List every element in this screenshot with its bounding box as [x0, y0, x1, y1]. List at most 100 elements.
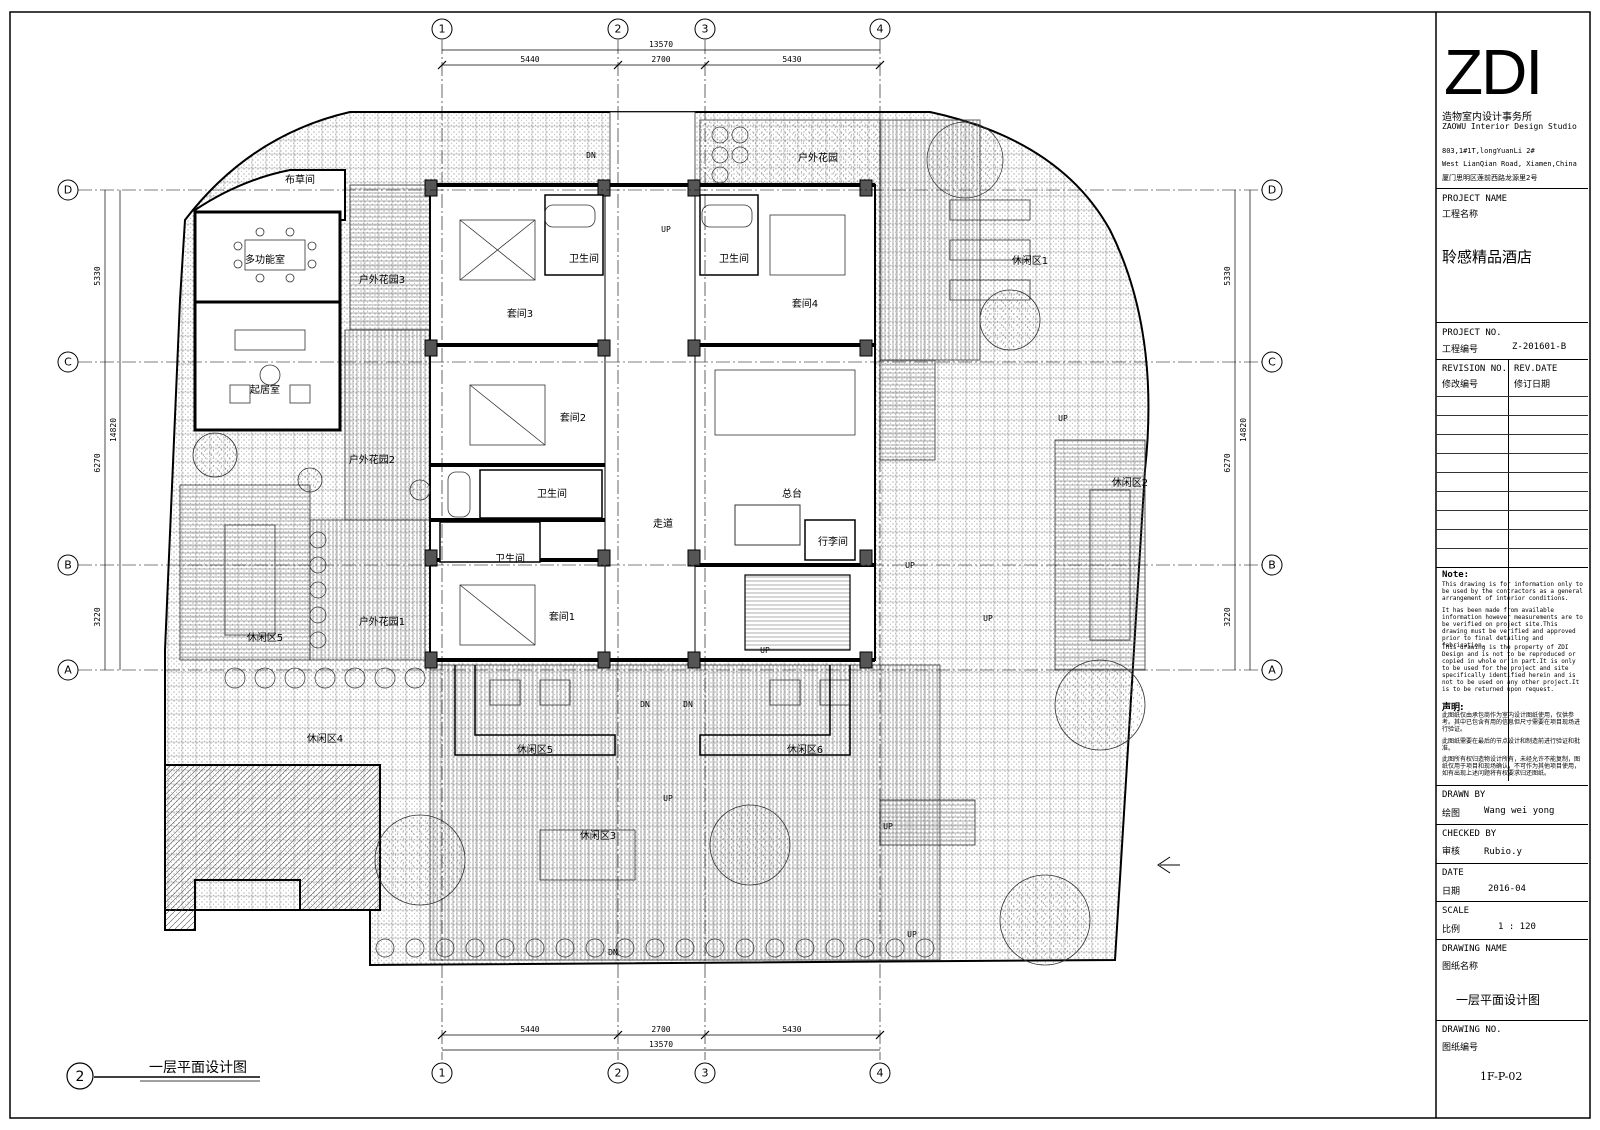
grid-col-3-bottom: 3: [702, 1067, 709, 1080]
deck-leisure3: [429, 664, 941, 961]
grid-col-3-top: 3: [702, 23, 709, 36]
label-leisure-6: 休闲区6: [787, 743, 823, 756]
label-leisure-4: 休闲区4: [307, 732, 343, 745]
checked-by-en: CHECKED BY: [1442, 829, 1497, 839]
label-leisure-5: 休闲区5: [517, 743, 553, 756]
grid-row-a-left: A: [64, 664, 72, 677]
grid-col-1-top: 1: [439, 23, 446, 36]
scale-cn: 比例: [1442, 925, 1461, 935]
statement-paragraph-3: 此图所有权归造物设计所有，未经允许不能复制，图纸仅用于项目和现场确认，不可作为其…: [1442, 756, 1581, 777]
living-room: [193, 300, 342, 432]
revision-no-en: REVISION NO.: [1442, 364, 1508, 374]
label-dn-3: DN: [683, 700, 693, 709]
drawing-number-label: 2: [76, 1069, 85, 1085]
label-garden-2: 户外花园2: [349, 453, 395, 466]
checked-by-cn: 审核: [1442, 847, 1461, 857]
drawn-by-cn: 绘图: [1442, 809, 1461, 819]
project-name-value: 聆感精品酒店: [1442, 248, 1533, 266]
grid-col-2-top: 2: [615, 23, 622, 36]
dim-top-overall: 13570: [649, 40, 673, 49]
dim-right-seg-3: 3220: [1223, 607, 1232, 626]
label-garden-1: 户外花园1: [359, 615, 405, 628]
label-corridor: 走道: [653, 517, 673, 530]
studio-name-en: ZAOWU Interior Design Studio: [1442, 122, 1577, 131]
label-suite-3: 套间3: [507, 307, 533, 320]
address-line-2: West LianQian Road, Xiamen,China: [1442, 160, 1577, 168]
drawing-no-value: 1F-P-02: [1480, 1070, 1523, 1083]
checked-by-value: Rubio.y: [1484, 847, 1522, 857]
drawn-by-en: DRAWN BY: [1442, 790, 1486, 800]
date-cn: 日期: [1442, 887, 1461, 897]
dim-bottom-seg-3: 5430: [782, 1025, 801, 1034]
label-up-4: UP: [983, 614, 993, 623]
drawing-name-en: DRAWING NAME: [1442, 944, 1508, 954]
garden3-area: [349, 184, 431, 331]
label-dn-2: DN: [640, 700, 650, 709]
project-no-value: Z-201601-B: [1512, 342, 1567, 352]
label-up-5: UP: [760, 646, 770, 655]
project-no-cn: 工程编号: [1442, 345, 1479, 355]
grid-col-1-bottom: 1: [439, 1067, 446, 1080]
label-bath-3: 卫生间: [569, 252, 599, 265]
label-leisure-2: 休闲区2: [1112, 476, 1148, 489]
grid-col-2-bottom: 2: [615, 1067, 622, 1080]
note-paragraph-3: This drawing is the property of ZDI Desi…: [1442, 644, 1580, 693]
dim-bottom-seg-2: 2700: [651, 1025, 670, 1034]
dim-bottom-overall: 13570: [649, 1040, 673, 1049]
note-title: Note:: [1442, 570, 1470, 580]
grid-row-b-left: B: [64, 559, 72, 572]
dim-left-seg-3: 3220: [93, 607, 102, 626]
project-no-en: PROJECT NO.: [1442, 328, 1502, 338]
statement-title: 声明:: [1442, 703, 1464, 713]
dim-right-seg-2: 6270: [1223, 453, 1232, 472]
label-living-room: 起居室: [250, 383, 280, 396]
label-up-2: UP: [1058, 414, 1068, 423]
address-line-1: 803,1#1T,longYuanLi 2#: [1442, 147, 1535, 155]
statement-paragraph-2: 此图纸需要在最后的节点设计和制造前进行验证和批准。: [1442, 738, 1581, 752]
garden1-area: [309, 519, 426, 661]
label-linen-room: 布草间: [285, 173, 315, 186]
grid-row-a-right: A: [1268, 664, 1276, 677]
label-dn-1: DN: [586, 151, 596, 160]
revision-no-cn: 修改编号: [1442, 380, 1479, 390]
label-garden-top: 户外花园: [798, 151, 838, 164]
project-name-cn: 工程名称: [1442, 210, 1479, 220]
grid-row-d-left: D: [64, 184, 72, 197]
entrance-arrow-icon: [1157, 856, 1180, 874]
rev-date-cn: 修订日期: [1514, 380, 1551, 390]
note-paragraph-2: It has been made from available informat…: [1442, 607, 1583, 649]
grid-row-c-left: C: [64, 356, 72, 369]
dim-left-overall: 14820: [109, 418, 118, 442]
dim-right-overall: 14820: [1239, 418, 1248, 442]
label-reception: 总台: [782, 487, 802, 500]
scale-en: SCALE: [1442, 906, 1470, 916]
grid-row-c-right: C: [1268, 356, 1276, 369]
label-up-3: UP: [905, 561, 915, 570]
garden-top-area: [699, 119, 881, 191]
drawing-name-value: 一层平面设计图: [1456, 993, 1541, 1007]
label-bath-1: 卫生间: [495, 552, 525, 565]
date-en: DATE: [1442, 868, 1464, 878]
label-up-1: UP: [661, 225, 671, 234]
label-suite-4: 套间4: [792, 297, 818, 310]
label-garden-3: 户外花园3: [359, 273, 405, 286]
note-paragraph-1: This drawing is for information only to …: [1442, 581, 1583, 602]
deck-leisure5: [179, 484, 311, 661]
dim-top-seg-2: 2700: [651, 55, 670, 64]
studio-logo: ZDI: [1444, 36, 1543, 108]
project-name-en: PROJECT NAME: [1442, 194, 1508, 204]
rev-date-en: REV.DATE: [1514, 364, 1558, 374]
dim-bottom-seg-1: 5440: [520, 1025, 539, 1034]
date-value: 2016-04: [1488, 884, 1526, 894]
drawing-number-circle: [66, 1062, 94, 1090]
sheet-border: [9, 11, 1591, 1119]
label-up-7: UP: [883, 822, 893, 831]
label-leisure-5-left: 休闲区5: [247, 631, 283, 644]
dim-right-seg-1: 5330: [1223, 266, 1232, 285]
label-suite-1: 套间1: [549, 610, 575, 623]
label-leisure-1: 休闲区1: [1012, 254, 1048, 267]
dim-left-seg-2: 6270: [93, 453, 102, 472]
address-line-3: 厦门思明区莲前西路龙源里2号: [1442, 174, 1538, 182]
studio-name-cn: 造物室内设计事务所: [1442, 112, 1532, 123]
grid-row-d-right: D: [1268, 184, 1276, 197]
